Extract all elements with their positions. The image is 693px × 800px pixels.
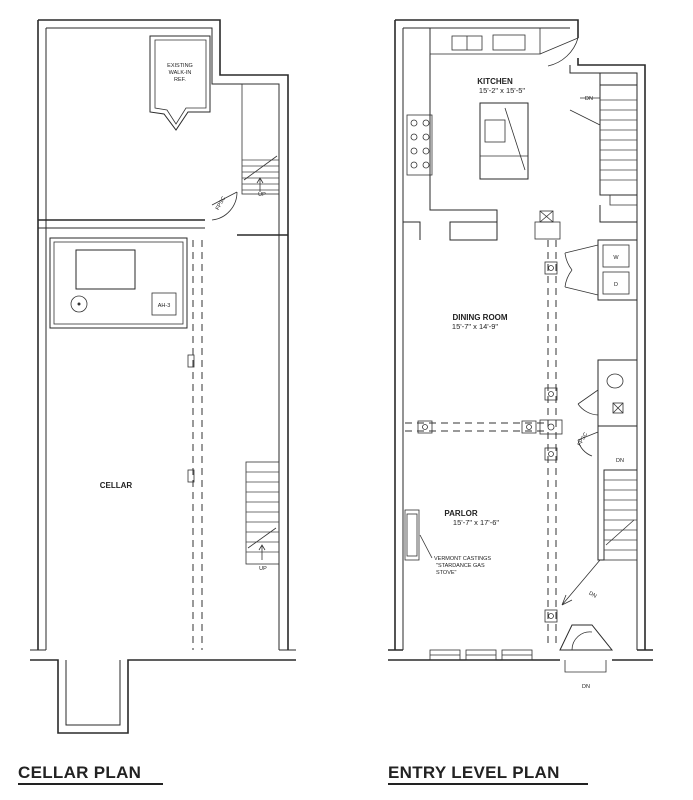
entry-plan-title: ENTRY LEVEL PLAN — [388, 763, 560, 782]
parlor-size: 15'-7" x 17'-6" — [453, 518, 499, 527]
walkin-label-line1: EXISTING — [167, 63, 193, 69]
equipment-label: AH-3 — [158, 303, 171, 309]
kitchen-cooktop — [406, 114, 433, 176]
parlor-label: PARLOR — [444, 509, 477, 518]
entry-door-tag: FPSC — [577, 432, 590, 448]
cellar-room-label: CELLAR — [100, 481, 133, 490]
dining-room-size: 15'-7" x 14'-9" — [452, 322, 498, 331]
entry-rear-stair — [570, 72, 638, 196]
dining-room-label: DINING ROOM — [452, 313, 507, 322]
kitchen-range-counter — [492, 34, 526, 51]
stove-note-line3: STOVE" — [436, 570, 457, 576]
water-heater — [70, 295, 88, 313]
cellar-door-tag: FPSC — [215, 196, 228, 212]
cellar-rear-stair — [241, 83, 280, 195]
entry-vestibule — [559, 624, 614, 651]
kitchen-island — [479, 102, 529, 180]
toilet — [606, 373, 624, 389]
dryer — [602, 271, 630, 295]
boiler-unit — [75, 249, 136, 290]
air-handler-box — [151, 292, 177, 316]
walkin-label-line3: REF. — [174, 77, 186, 83]
stoop-dn-label: DN — [582, 684, 590, 690]
cellar-plan-title: CELLAR PLAN — [18, 763, 141, 782]
gas-stove — [404, 509, 420, 561]
laundry-closet — [597, 239, 638, 301]
powder-room — [597, 359, 638, 427]
entry-outer-wall — [395, 19, 646, 650]
kitchen-size: 15'-2" x 15'-5" — [479, 86, 525, 95]
stove-note-line1: VERMONT CASTINGS — [434, 556, 491, 562]
cellar-outer-wall — [38, 19, 289, 650]
walkin-label-line2: WALK-IN — [169, 70, 192, 76]
front-stair-dn-label: DN — [616, 458, 624, 464]
cellar-front-stair — [245, 461, 280, 565]
cellar-stair-up-top: UP — [258, 192, 266, 198]
dryer-label: D — [614, 282, 618, 288]
cellar-areaway — [30, 659, 296, 734]
cellar-stair-up-bottom: UP — [259, 566, 267, 572]
cellar-plan: EXISTING WALK-IN REF. AH-3 CELLAR UP UP … — [30, 19, 296, 734]
kitchen-label: KITCHEN — [477, 77, 513, 86]
entry-level-plan: KITCHEN 15'-2" x 15'-5" DINING ROOM 15'-… — [388, 19, 653, 690]
washer — [602, 244, 630, 268]
washer-label: W — [613, 255, 619, 261]
walk-in-refrigerator — [149, 35, 211, 131]
entry-stair-dn-label: DN — [588, 591, 598, 600]
kitchen-wall — [429, 28, 498, 222]
rear-stair-dn-label: DN — [585, 96, 593, 102]
stove-note-line2: "STARDANCE GAS — [436, 563, 485, 569]
mechanical-platform — [49, 237, 188, 329]
